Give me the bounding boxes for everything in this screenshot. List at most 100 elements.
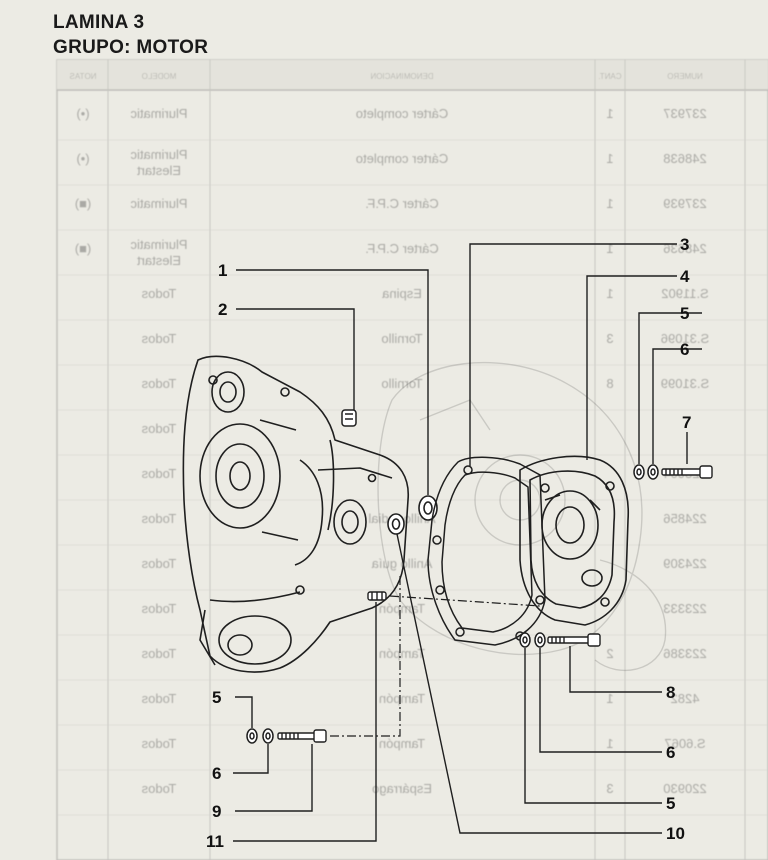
callout-6-left: 6 [212,764,221,783]
table-cell: Todos [141,601,176,616]
table-cell: 248638 [663,151,706,166]
callout-2: 2 [218,300,227,319]
table-cell: Espina [381,286,422,301]
callout-9: 9 [212,802,221,821]
table-header-cell: NOTAS [70,72,97,81]
callout-5-right: 5 [666,794,675,813]
table-cell: Todos [141,466,176,481]
table-cell: 8 [606,376,613,391]
table-cell: (■) [75,196,92,211]
sheet-title: LAMINA 3 [53,12,145,33]
table-cell: Tampón [379,691,425,706]
washer-6-bottom-right [534,632,546,648]
table-cell: Cárter completo [356,106,448,121]
washer-5-bottom-right [519,632,531,648]
table-cell: Todos [141,556,176,571]
table-cell: 3 [606,781,613,796]
table-cell: Todos [141,511,176,526]
table-cell: Todos [141,376,176,391]
table-cell: Tornillo [381,331,422,346]
callout-3: 3 [680,235,689,254]
table-cell: Todos [141,736,176,751]
washer-6-bottom-left [262,728,274,744]
assembly-axes [330,575,541,737]
table-cell: 223386 [663,646,706,661]
ghost-engine [377,361,667,672]
leader-lines [233,243,702,842]
table-cell: 224856 [663,511,706,526]
table-cell: Tampón [379,736,425,751]
table-cell: 237939 [663,196,706,211]
callout-numbers: 1 2 3 4 5 6 7 5 6 9 11 8 6 5 10 [206,235,691,851]
callout-6-right: 6 [666,743,675,762]
table-cell: 1 [606,691,613,706]
table-cell: S.11902 [661,286,708,301]
table-cell: (•) [76,106,89,121]
callout-4: 4 [680,267,690,286]
table-header-cell: DENOMINACION [370,72,433,81]
table-cell: 1 [606,106,613,121]
table-cell: Todos [141,646,176,661]
table-cell: S.31099 [661,376,709,391]
callout-7: 7 [682,413,691,432]
table-cell: S.6067 [664,736,705,751]
table-cell: Todos [141,331,176,346]
table-cell: Cárter completo [356,151,448,166]
table-cell: Todos [141,286,176,301]
washer-5-bottom-left [246,728,258,744]
callout-10: 10 [666,824,685,843]
table-cell: Plurimatic [130,147,188,162]
callout-5-left: 5 [212,688,221,707]
table-cell: S.31096 [661,331,709,346]
callout-6-top: 6 [680,340,689,359]
bearing-ring [387,513,405,535]
bolt-8 [547,633,601,647]
table-header-cell: CANT. [598,72,621,81]
table-cell: 1 [606,736,613,751]
table-cell: Cárter C.P.F. [365,241,438,256]
table-cell: 224309 [663,556,706,571]
table-cell: 237937 [663,106,706,121]
table-cell: Cárter C.P.F. [365,196,438,211]
bolt-7 [661,465,713,479]
table-cell: 1 [606,151,613,166]
table-cell: 248636 [663,241,706,256]
table-cell: Todos [141,781,176,796]
callout-1: 1 [218,261,227,280]
parts-table: NOTAS MODELO DENOMINACION CANT. NUMERO (•) Pl… [56,59,768,860]
group-title: GRUPO: MOTOR [53,37,209,58]
callout-5-top: 5 [680,304,689,323]
table-header-cell: NUMERO [667,72,703,81]
dowel-pin [341,409,357,427]
table-cell: (■) [75,241,92,256]
table-cell: 1 [606,241,613,256]
crankcase-left [182,355,409,673]
table-cell: Anillo guía [371,556,432,571]
callout-8: 8 [666,683,675,702]
washer-5-top [633,464,645,480]
table-cell: 1 [606,286,613,301]
crankcase-right [519,455,630,626]
table-cell: Plurimatic [130,237,188,252]
table-cell: 1 [606,196,613,211]
bolt-9 [277,729,327,743]
table-cell: Tornillo [381,376,422,391]
table-cell: Todos [141,691,176,706]
table-cell: Plurimatic [130,106,188,121]
table-cell: (•) [76,151,89,166]
table-cell: 3 [606,331,613,346]
table-cell: Todos [141,421,176,436]
table-cell: 4282 [671,691,700,706]
table-cell: 220930 [663,781,706,796]
table-header-cell: MODELO [142,72,177,81]
washer-6-top [647,464,659,480]
table-cell: 223333 [663,601,706,616]
stud [367,591,387,601]
table-cell: Espárrago [372,781,432,796]
table-cell: Tampón [379,646,425,661]
gasket [427,456,546,646]
callout-11: 11 [206,832,224,851]
table-cell: Elestart [137,253,181,268]
table-cell: Elestart [137,163,181,178]
